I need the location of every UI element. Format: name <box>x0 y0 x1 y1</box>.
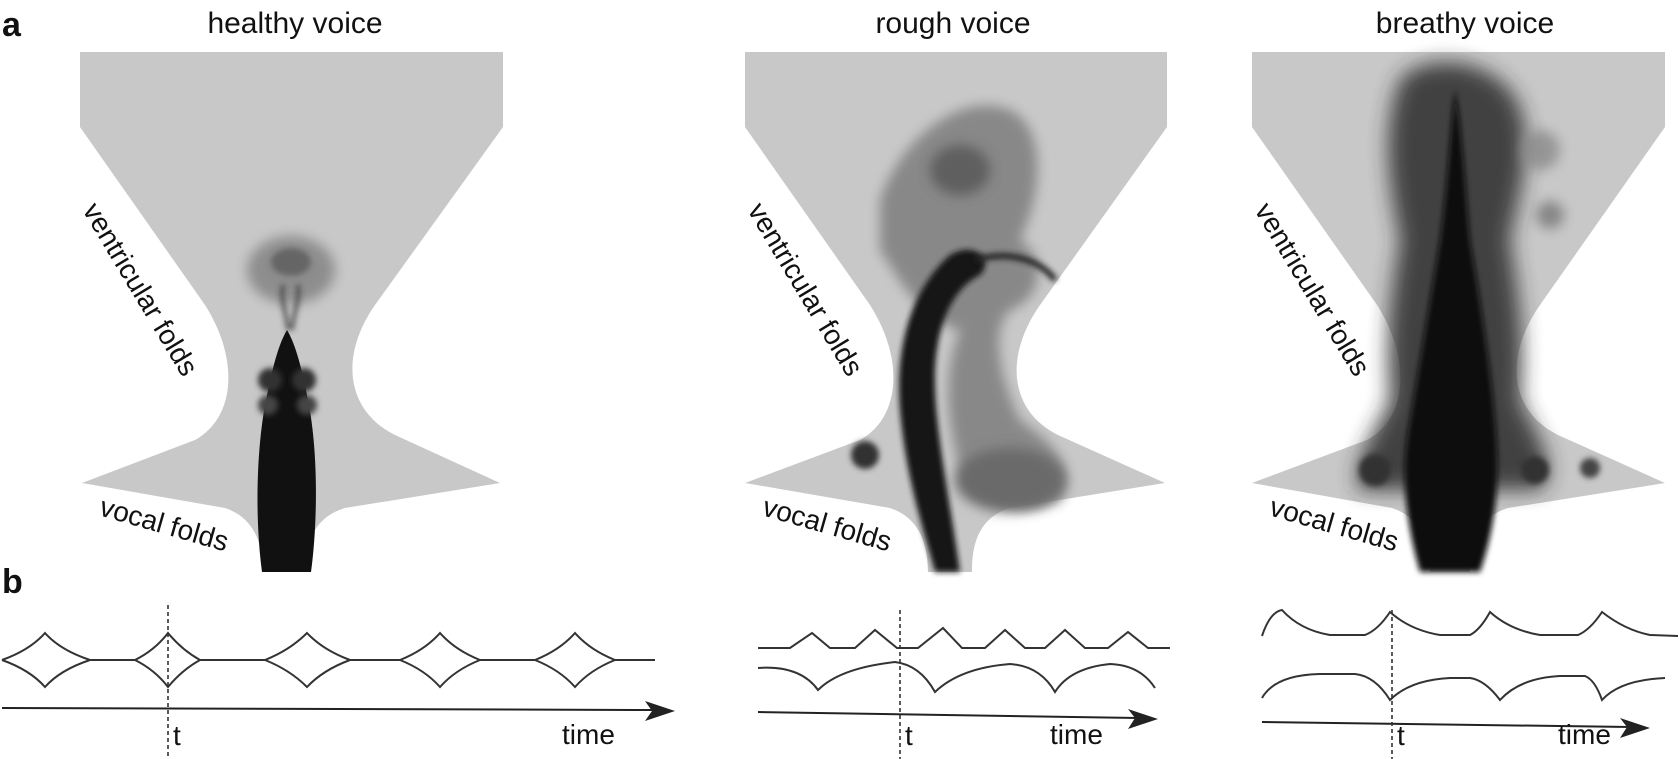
rough-jet <box>851 105 1067 572</box>
panel-letter-a: a <box>2 6 22 44</box>
rough-waveform-lower <box>757 660 1156 694</box>
healthy-time-axis <box>1 707 656 711</box>
healthy-voice-column: healthy voice ventricular folds vocal fo… <box>1 7 675 759</box>
rough-time-axis <box>757 711 1139 719</box>
panel-letter-b: b <box>2 563 23 601</box>
breathy-voice-column: breathy voice ventricular folds vocal fo… <box>1249 7 1679 759</box>
healthy-arrowhead <box>645 701 675 721</box>
breathy-time-axis-label: time <box>1558 719 1611 750</box>
healthy-channel-shape <box>80 52 503 572</box>
breathy-waveform-upper <box>1261 608 1679 637</box>
healthy-time-marker-label: t <box>173 720 181 751</box>
breathy-jet <box>1357 62 1600 572</box>
healthy-jet <box>247 236 335 572</box>
breathy-voice-title: breathy voice <box>1376 7 1554 40</box>
rough-time-marker-label: t <box>905 720 913 751</box>
rough-arrowhead <box>1128 709 1158 729</box>
rough-waveform-upper <box>758 626 1170 649</box>
rough-voice-title: rough voice <box>875 7 1030 40</box>
healthy-waveform-lower <box>1 659 655 689</box>
breathy-time-axis <box>1261 721 1631 728</box>
breathy-waveform-lower <box>1261 673 1666 702</box>
breathy-arrowhead <box>1620 718 1650 738</box>
breathy-time-marker-label: t <box>1397 720 1405 751</box>
healthy-voice-title: healthy voice <box>207 7 382 40</box>
rough-voice-column: rough voice ventricular folds vocal fold… <box>742 7 1170 759</box>
healthy-waveform-upper <box>1 631 655 661</box>
healthy-time-axis-label: time <box>562 719 615 750</box>
rough-time-axis-label: time <box>1050 719 1103 750</box>
